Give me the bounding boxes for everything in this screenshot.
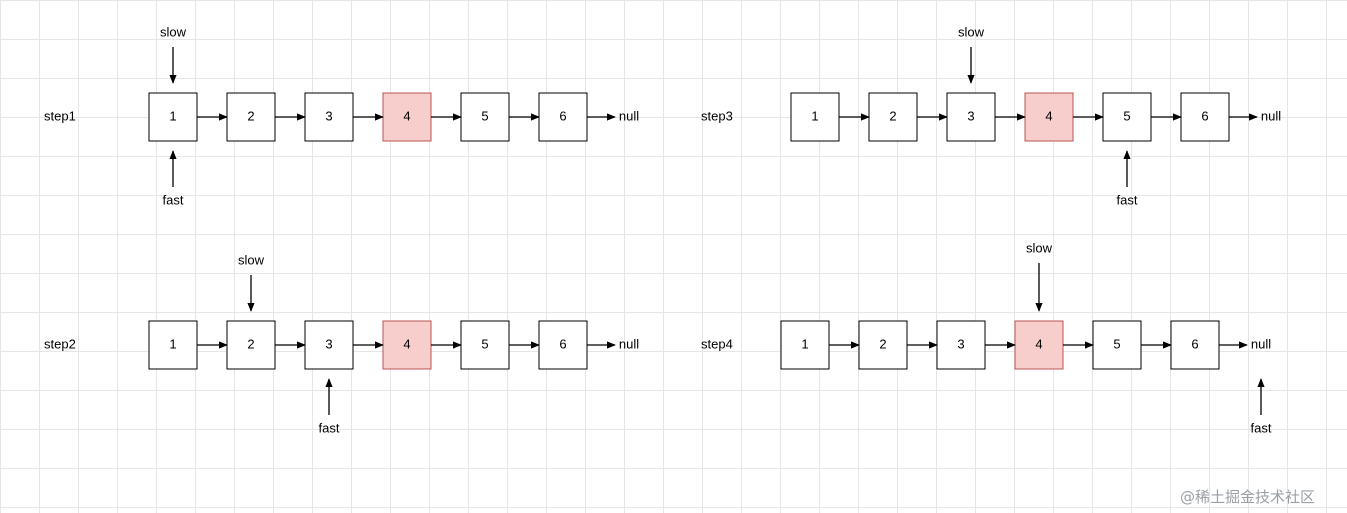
fast-pointer-label: fast xyxy=(163,192,184,207)
list-node xyxy=(460,92,510,142)
node-value: 4 xyxy=(403,108,410,123)
list-node xyxy=(226,320,276,370)
list-node xyxy=(304,320,354,370)
list-node xyxy=(148,92,198,142)
node-value: 5 xyxy=(1123,108,1130,123)
node-value: 2 xyxy=(879,336,886,351)
step-label: step2 xyxy=(44,336,76,351)
node-value: 6 xyxy=(1191,336,1198,351)
node-value: 5 xyxy=(481,336,488,351)
list-node xyxy=(538,320,588,370)
node-value: 3 xyxy=(325,336,332,351)
node-value: 4 xyxy=(1035,336,1042,351)
list-node xyxy=(304,92,354,142)
node-value: 5 xyxy=(1113,336,1120,351)
list-node xyxy=(460,320,510,370)
node-value: 4 xyxy=(1045,108,1052,123)
node-value: 6 xyxy=(559,336,566,351)
node-value: 3 xyxy=(967,108,974,123)
node-value: 2 xyxy=(247,108,254,123)
step-row-4: step4 1 2 3 4 5 6 null slow fast xyxy=(701,240,1272,435)
node-value: 3 xyxy=(325,108,332,123)
node-value: 1 xyxy=(169,108,176,123)
step-row-2: step2 1 2 3 4 5 6 null slow fast xyxy=(44,252,639,435)
list-node xyxy=(936,320,986,370)
node-value: 4 xyxy=(403,336,410,351)
node-value: 3 xyxy=(957,336,964,351)
slow-pointer-label: slow xyxy=(958,24,985,39)
step-label: step1 xyxy=(44,108,76,123)
step-label: step4 xyxy=(701,336,733,351)
null-label: null xyxy=(619,108,639,123)
list-node xyxy=(1180,92,1230,142)
node-value: 1 xyxy=(801,336,808,351)
node-value: 6 xyxy=(1201,108,1208,123)
slow-pointer-label: slow xyxy=(160,24,187,39)
slow-pointer-label: slow xyxy=(238,252,265,267)
fast-pointer-label: fast xyxy=(1251,420,1272,435)
list-node xyxy=(790,92,840,142)
list-node-highlighted xyxy=(1014,320,1064,370)
list-node xyxy=(946,92,996,142)
step-row-1: step1 1 2 3 4 5 6 null slow fast xyxy=(44,24,639,207)
null-label: null xyxy=(1251,336,1271,351)
null-label: null xyxy=(1261,108,1281,123)
node-value: 2 xyxy=(247,336,254,351)
node-value: 1 xyxy=(811,108,818,123)
node-value: 1 xyxy=(169,336,176,351)
list-node xyxy=(780,320,830,370)
list-node xyxy=(868,92,918,142)
fast-pointer-label: fast xyxy=(1117,192,1138,207)
step-label: step3 xyxy=(701,108,733,123)
null-label: null xyxy=(619,336,639,351)
watermark: @稀土掘金技术社区 xyxy=(1180,488,1315,506)
node-value: 6 xyxy=(559,108,566,123)
list-node xyxy=(226,92,276,142)
fast-pointer-label: fast xyxy=(319,420,340,435)
list-node xyxy=(148,320,198,370)
step-row-3: step3 1 2 3 4 5 6 null slow fast xyxy=(701,24,1281,207)
slow-pointer-label: slow xyxy=(1026,240,1053,255)
node-value: 5 xyxy=(481,108,488,123)
node-value: 2 xyxy=(889,108,896,123)
